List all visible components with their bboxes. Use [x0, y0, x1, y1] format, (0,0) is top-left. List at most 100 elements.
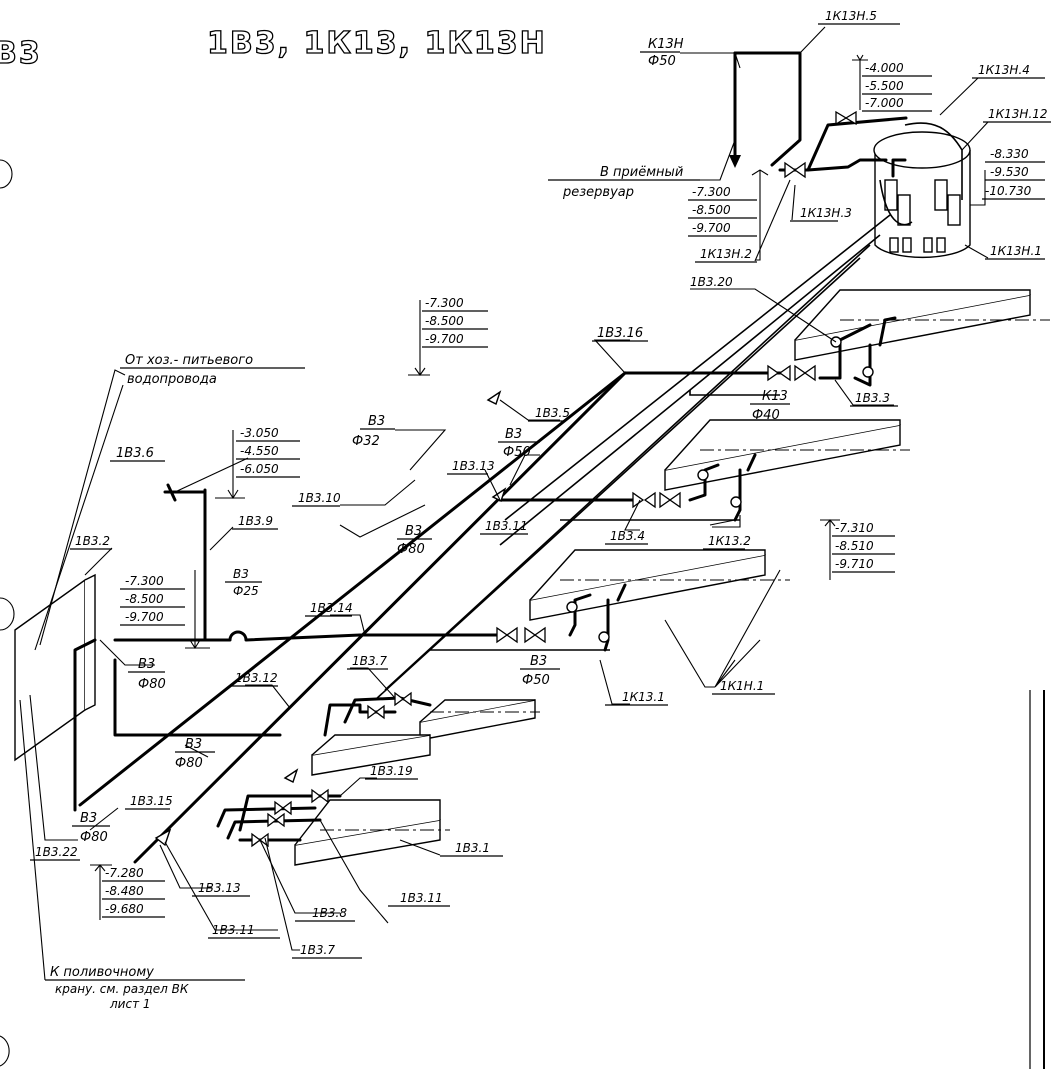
elevation-marker — [820, 519, 840, 580]
node-label: 1В3.8 — [312, 906, 347, 920]
check-valve-icon — [486, 390, 502, 405]
node-label: 1В3.13 — [452, 459, 495, 473]
svg-text:-10.730: -10.730 — [985, 184, 1032, 198]
node-label: 1В3.6 — [116, 446, 154, 461]
node-labels: 1К13Н.5 1К13Н.4 1К13Н.12 1К13Н.3 1К13Н.2… — [30, 9, 1051, 959]
node-label: 1В3.16 — [597, 326, 643, 341]
svg-text:-7.310: -7.310 — [835, 521, 874, 535]
node-label: 1В3.20 — [690, 275, 733, 289]
valve-icon — [274, 800, 292, 816]
node-label: 1В3.11 — [212, 923, 255, 937]
svg-text:-8.500: -8.500 — [425, 314, 464, 328]
svg-text:В3: В3 — [233, 567, 249, 581]
valve-icon — [794, 364, 816, 382]
pipe-label: В3 Ф80 — [72, 811, 110, 845]
node-label: 1В3.11 — [485, 519, 528, 533]
svg-text:крану. см. раздел ВК: крану. см. раздел ВК — [55, 982, 189, 996]
equipment-slab — [794, 289, 1050, 361]
svg-text:Ф25: Ф25 — [233, 584, 259, 598]
node-label: 1К13.2 — [708, 534, 751, 548]
svg-text:водопровода: водопровода — [127, 372, 217, 387]
check-valve-icon — [154, 828, 172, 847]
svg-text:Ф50: Ф50 — [522, 673, 550, 688]
svg-text:-8.330: -8.330 — [990, 147, 1029, 161]
node-label: 1В3.7 — [352, 654, 387, 668]
svg-text:В3: В3 — [530, 654, 547, 669]
note-supply: От хоз.- питьевого водопровода — [120, 353, 305, 387]
note-tap: К поливочному крану. см. раздел ВК лист … — [45, 965, 245, 1011]
node-label: 1К13Н.4 — [978, 63, 1030, 77]
svg-text:В приёмный: В приёмный — [600, 165, 683, 180]
svg-text:К13Н: К13Н — [648, 37, 684, 52]
svg-text:Ф50: Ф50 — [648, 54, 676, 69]
elevation-marker — [185, 570, 210, 650]
pipe-label: В3 Ф80 — [397, 524, 432, 557]
valve-icon — [267, 812, 285, 828]
node-label: 1К1Н.1 — [720, 679, 764, 693]
check-valve-icon — [283, 768, 299, 783]
svg-text:-7.300: -7.300 — [692, 185, 731, 199]
valve-icon — [767, 364, 791, 382]
drawing-title: 1В3, 1К13, 1К13Н — [207, 26, 547, 61]
svg-text:Ф80: Ф80 — [138, 677, 166, 692]
check-valve-icon — [491, 487, 507, 502]
svg-text:-8.480: -8.480 — [105, 884, 144, 898]
valve-icon — [367, 704, 385, 720]
node-label: 1К13Н.1 — [990, 244, 1042, 258]
svg-text:-9.700: -9.700 — [125, 610, 164, 624]
svg-text:-5.500: -5.500 — [865, 79, 904, 93]
svg-text:-8.510: -8.510 — [835, 539, 874, 553]
svg-text:В3: В3 — [405, 524, 422, 539]
node-label: 1В3.19 — [370, 764, 413, 778]
svg-text:-9.700: -9.700 — [425, 332, 464, 346]
svg-text:Ф80: Ф80 — [397, 542, 425, 557]
pressure-gauge-icon — [697, 469, 709, 481]
pressure-gauge-icon — [598, 631, 610, 643]
valve-icon — [394, 691, 412, 707]
svg-text:-4.550: -4.550 — [240, 444, 279, 458]
svg-text:Ф32: Ф32 — [352, 434, 380, 449]
reference-circle — [0, 159, 15, 1067]
valve-icon — [632, 491, 656, 509]
svg-text:Ф80: Ф80 — [175, 756, 203, 771]
svg-text:-7.000: -7.000 — [865, 96, 904, 110]
svg-text:От хоз.- питьевого: От хоз.- питьевого — [125, 353, 253, 368]
node-label: 1В3.7 — [300, 943, 335, 957]
leader-lines — [19, 26, 989, 981]
equipment-slab — [419, 699, 540, 741]
svg-text:-8.500: -8.500 — [692, 203, 731, 217]
elevation-marker — [90, 864, 112, 920]
elevation-marker — [215, 430, 245, 500]
elevation-values: -4.000 -5.500 -7.000 -8.330 -9.530 -10.7… — [102, 61, 1045, 918]
valve-icon — [784, 161, 806, 179]
svg-text:-9.530: -9.530 — [990, 165, 1029, 179]
node-label: 1В3.2 — [75, 534, 110, 548]
equipment-slab — [529, 549, 790, 621]
svg-text:Ф50: Ф50 — [503, 445, 531, 460]
pipe-label: В3 Ф50 — [498, 427, 540, 460]
node-label: 1К13Н.12 — [988, 107, 1048, 121]
note-reservoir: В приёмный резервуар — [548, 165, 700, 200]
faucet-icon — [163, 483, 180, 502]
svg-text:В3: В3 — [505, 427, 522, 442]
node-label: 1В3.4 — [610, 529, 645, 543]
node-label: 1В3.22 — [35, 845, 78, 859]
node-label: 1В3.12 — [235, 671, 278, 685]
svg-text:Ф40: Ф40 — [752, 408, 780, 423]
pressure-gauge-icon — [730, 496, 742, 508]
svg-text:резервуар: резервуар — [562, 185, 634, 200]
equipment-slab — [664, 419, 910, 491]
node-label: 1К13Н.3 — [800, 206, 852, 220]
node-label: 1В3.3 — [855, 391, 890, 405]
svg-text:В3: В3 — [185, 737, 202, 752]
elevation-marker — [751, 169, 769, 261]
node-label: 1В3.11 — [400, 891, 443, 905]
node-label: 1В3.14 — [310, 601, 353, 615]
node-label: 1В3.13 — [198, 881, 241, 895]
node-label: 1В3.1 — [455, 841, 490, 855]
sheet-border — [1029, 690, 1045, 1069]
pipe-label: В3 Ф50 — [520, 654, 560, 688]
pump-tank — [873, 122, 971, 259]
svg-text:К13: К13 — [762, 389, 788, 404]
